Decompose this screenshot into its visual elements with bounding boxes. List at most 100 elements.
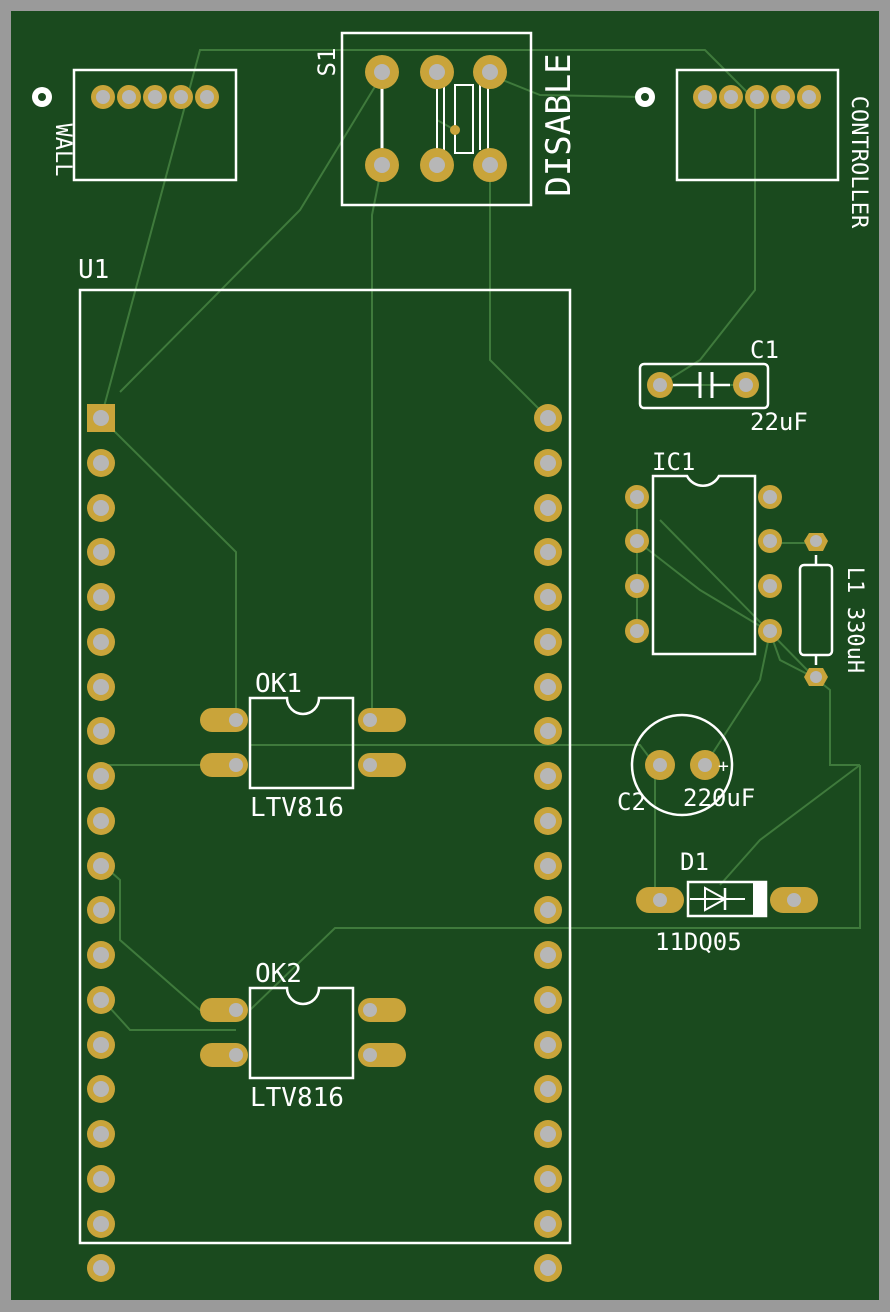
s1-actuator — [454, 84, 474, 154]
wall-connector-pads — [91, 85, 219, 109]
l1-value-label: 330uH — [842, 607, 867, 673]
connector-wall[interactable]: WALL — [32, 68, 238, 182]
drill-hole — [540, 902, 556, 918]
drill-hole — [93, 1171, 109, 1187]
switch-s1[interactable]: S1 DISABLE — [313, 31, 579, 207]
ic1-ref-label: IC1 — [652, 448, 695, 476]
ok2-outline — [248, 986, 355, 1080]
connector-controller[interactable]: CONTROLLER — [635, 68, 871, 229]
c2-polarity-plus: + — [718, 756, 729, 777]
pad — [450, 125, 460, 135]
optocoupler-ok1[interactable]: OK1 LTV816 — [200, 669, 406, 823]
drill-hole — [698, 758, 712, 772]
capacitor-c2[interactable]: + C2 220uF — [617, 713, 755, 817]
drill-hole — [776, 90, 790, 104]
drill-hole — [429, 64, 445, 80]
drill-hole — [93, 634, 109, 650]
optocoupler-ok2[interactable]: OK2 LTV816 — [200, 959, 406, 1113]
drill-hole — [739, 378, 753, 392]
d1-ref-label: D1 — [680, 848, 709, 876]
drill-hole — [630, 490, 644, 504]
drill-hole — [96, 90, 110, 104]
drill-hole — [482, 64, 498, 80]
pin1-marker-hole — [38, 93, 46, 101]
drill-hole — [540, 813, 556, 829]
drill-hole — [763, 579, 777, 593]
drill-hole — [148, 90, 162, 104]
c2-value-label: 220uF — [683, 784, 755, 812]
drill-hole — [229, 758, 243, 772]
inductor-l1[interactable]: L1 330uH — [798, 533, 867, 686]
trace — [100, 417, 237, 720]
drill-hole — [540, 1260, 556, 1276]
drill-hole — [93, 1216, 109, 1232]
diode-d1[interactable]: D1 11DQ05 — [636, 848, 818, 956]
drill-hole — [540, 1081, 556, 1097]
drill-hole — [93, 947, 109, 963]
trace — [659, 519, 816, 679]
controller-label: CONTROLLER — [846, 96, 871, 229]
drill-hole — [540, 1037, 556, 1053]
drill-hole — [540, 1171, 556, 1187]
capacitor-c1[interactable]: C1 22uF — [638, 336, 808, 436]
drill-hole — [763, 624, 777, 638]
trace — [249, 765, 861, 1011]
drill-hole — [93, 500, 109, 516]
u1-outline — [78, 288, 572, 1245]
drill-hole — [540, 947, 556, 963]
drill-hole — [363, 713, 377, 727]
drill-hole — [429, 157, 445, 173]
module-u1[interactable]: U1 — [78, 255, 572, 1282]
wall-label: WALL — [50, 124, 75, 177]
drill-hole — [724, 90, 738, 104]
drill-hole — [93, 455, 109, 471]
c1-outline — [638, 362, 770, 410]
l1-ref-label: L1 — [842, 567, 867, 594]
drill-hole — [174, 90, 188, 104]
controller-connector-outline — [675, 68, 840, 182]
drill-hole — [93, 1126, 109, 1142]
drill-hole — [630, 579, 644, 593]
drill-hole — [802, 90, 816, 104]
drill-hole — [200, 90, 214, 104]
trace — [119, 74, 383, 393]
trace — [719, 764, 861, 886]
drill-hole — [363, 1048, 377, 1062]
ic-ic1[interactable]: IC1 — [625, 448, 782, 656]
drill-hole — [630, 534, 644, 548]
pcb-substrate — [11, 11, 879, 1300]
drill-hole — [93, 902, 109, 918]
drill-hole — [363, 1003, 377, 1017]
drill-hole — [540, 634, 556, 650]
c2-outline — [630, 713, 734, 817]
wall-connector-outline — [72, 68, 238, 182]
drill-hole — [93, 410, 109, 426]
ok2-ref-label: OK2 — [255, 959, 302, 989]
disable-label: DISABLE — [539, 53, 579, 196]
drill-hole — [93, 723, 109, 739]
drill-hole — [93, 544, 109, 560]
ok2-value-label: LTV816 — [250, 1083, 344, 1113]
drill-hole — [93, 858, 109, 874]
u1-left-pin-header — [87, 404, 115, 1282]
drill-hole — [540, 679, 556, 695]
drill-hole — [698, 90, 712, 104]
drill-hole — [540, 1216, 556, 1232]
drill-hole — [540, 410, 556, 426]
s1-ref-label: S1 — [313, 48, 341, 77]
drill-hole — [93, 1037, 109, 1053]
drill-hole — [374, 64, 390, 80]
drill-hole — [93, 813, 109, 829]
s1-outline — [340, 31, 533, 207]
drill-hole — [122, 90, 136, 104]
drill-hole — [93, 589, 109, 605]
controller-connector-pads — [693, 85, 821, 109]
drill-hole — [229, 713, 243, 727]
drill-hole — [810, 535, 822, 547]
drill-hole — [763, 534, 777, 548]
drill-hole — [374, 157, 390, 173]
drill-hole — [229, 1003, 243, 1017]
pin1-marker-hole — [641, 93, 649, 101]
trace — [636, 540, 771, 633]
